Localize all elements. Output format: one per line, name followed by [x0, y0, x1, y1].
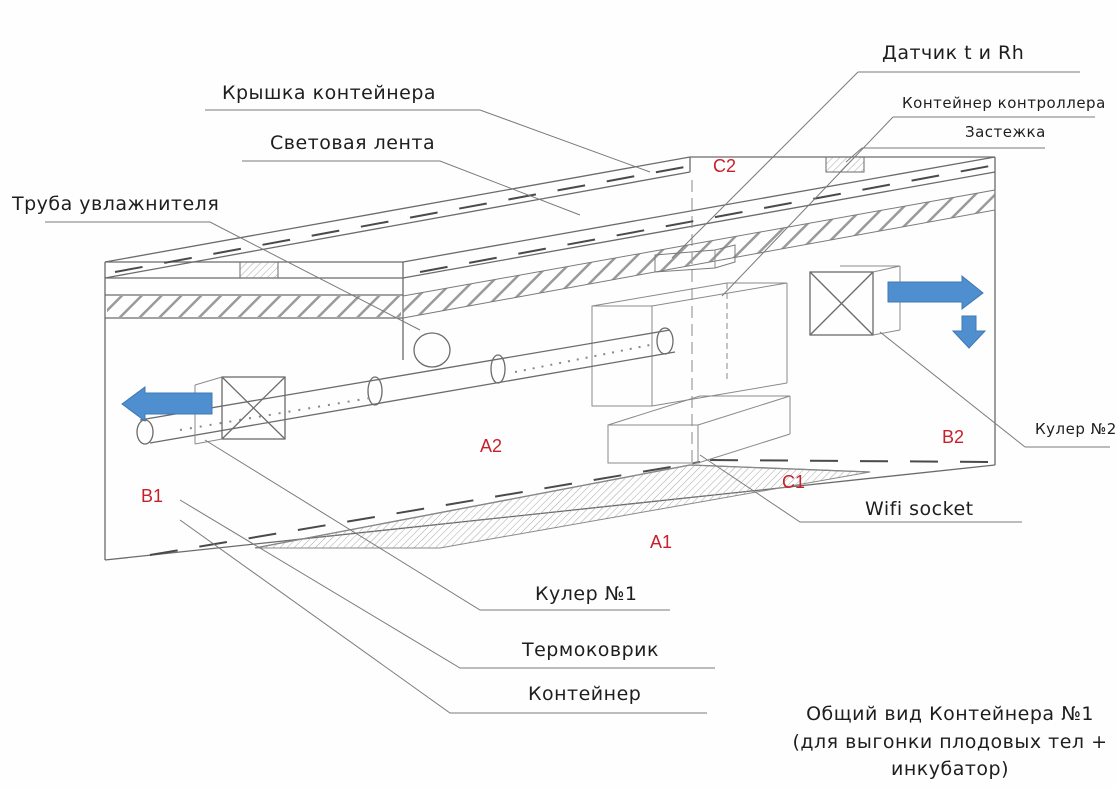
zone-a2: A2: [480, 436, 502, 456]
zone-b2: B2: [942, 427, 964, 447]
wifi-socket-box: [607, 395, 791, 464]
label-controller-box: Контейнер контроллера: [902, 94, 1106, 112]
leader-lines: [45, 71, 1110, 714]
clasp-back: [825, 156, 865, 173]
zone-b1: B1: [141, 486, 163, 506]
caption-line-3: инкубатор): [891, 758, 1009, 780]
label-heat-mat: Термоковрик: [521, 639, 659, 661]
caption-line-2: (для выгонки плодовых тел +: [792, 731, 1107, 753]
label-light-strip: Световая лента: [270, 132, 435, 154]
zone-c1: C1: [782, 472, 805, 492]
label-cooler-1: Кулер №1: [535, 583, 638, 605]
heat-mat: [254, 464, 871, 549]
airflow-arrow-left-icon: [121, 386, 213, 422]
humidifier-pipe: [136, 327, 676, 445]
caption-line-1: Общий вид Контейнера №1: [806, 703, 1094, 725]
label-sensor: Датчик t и Rh: [882, 42, 1024, 64]
zone-a1: A1: [650, 532, 672, 552]
light-strip: [402, 189, 996, 319]
controller-box: [591, 282, 788, 407]
zone-c2: C2: [713, 156, 736, 176]
clasp-front: [239, 261, 279, 279]
label-container: Контейнер: [528, 683, 641, 705]
label-cooler-2: Кулер №2: [1035, 420, 1116, 438]
airflow-arrow-down-icon: [951, 315, 987, 349]
label-humidifier-pipe: Труба увлажнителя: [11, 193, 219, 215]
label-clasp: Застежка: [965, 123, 1046, 141]
airflow-arrow-right-icon: [887, 274, 984, 311]
label-lid: Крышка контейнера: [222, 82, 436, 104]
cooler-2: [809, 265, 901, 336]
label-wifi-socket: Wifi socket: [865, 498, 974, 520]
caption: Общий вид Контейнера №1 (для выгонки пло…: [792, 703, 1107, 780]
sensor-box: [654, 244, 736, 273]
